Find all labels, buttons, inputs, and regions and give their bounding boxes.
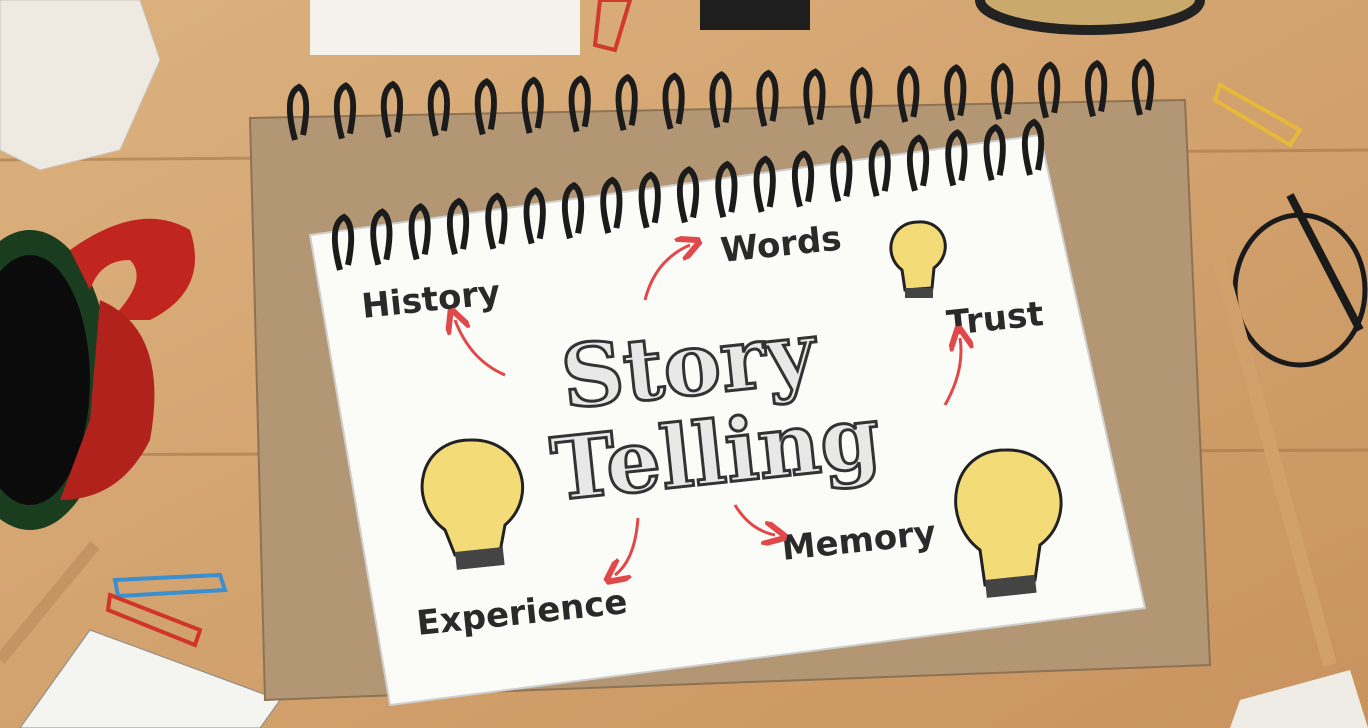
ring-back — [1084, 59, 1108, 118]
ring-front — [715, 160, 738, 218]
paperclip-red-2 — [105, 592, 203, 648]
paperclip-gold — [1212, 82, 1303, 148]
ring-back — [662, 72, 685, 130]
arrow-history — [455, 320, 506, 377]
coffee — [0, 255, 90, 505]
pencil-left — [0, 541, 100, 664]
ring-back — [991, 62, 1014, 120]
paperclip-red — [592, 0, 633, 53]
ring-back — [615, 73, 638, 132]
lightbulb-icon — [954, 448, 1063, 598]
ring-front — [983, 123, 1006, 182]
title-telling: Telling — [547, 386, 885, 521]
arrow-trust — [943, 338, 961, 406]
ring-front — [485, 192, 508, 250]
ring-back — [521, 76, 544, 134]
ring-front — [791, 150, 815, 208]
ring-front — [945, 129, 968, 187]
binder-clip — [700, 0, 810, 30]
ring-front — [561, 181, 585, 240]
ring-front — [370, 208, 393, 266]
ring-front — [408, 202, 431, 261]
ring-back — [380, 80, 404, 138]
pencil-right — [1193, 188, 1337, 667]
ring-back — [333, 82, 357, 140]
arrow-memory — [733, 504, 775, 535]
arrow-words — [643, 245, 690, 301]
ring-back — [756, 69, 779, 127]
magnifying-glass — [975, 0, 1205, 35]
paper-pad — [310, 0, 580, 55]
ring-back — [427, 79, 451, 137]
mug-handle — [70, 218, 195, 320]
ring-front — [868, 139, 891, 197]
ring-front — [523, 187, 546, 245]
ring-back — [1038, 61, 1061, 119]
glasses-arm — [1286, 193, 1364, 332]
ring-back — [709, 71, 732, 129]
ring-back — [1131, 58, 1155, 116]
crumpled-paper — [0, 0, 161, 171]
ring-front — [331, 213, 355, 271]
ring-front — [600, 176, 623, 234]
red-arrows — [455, 245, 961, 575]
ring-front — [906, 134, 930, 192]
ring-back — [474, 77, 497, 136]
small-notebook — [19, 629, 281, 728]
ring-front — [830, 144, 853, 203]
ring-back — [850, 66, 873, 125]
ring-front — [638, 171, 661, 229]
lightbulb-icon — [420, 438, 524, 570]
ring-back — [897, 65, 920, 123]
ring-back — [803, 68, 826, 126]
ring-back — [944, 64, 967, 122]
spiral-binding — [286, 58, 1155, 271]
arrow-experience — [615, 517, 640, 575]
crumpled-paper-2 — [1230, 670, 1368, 728]
ring-back — [286, 83, 310, 141]
ring-front — [676, 166, 700, 224]
ring-front — [753, 155, 776, 213]
lightbulb-icon — [889, 220, 947, 298]
ring-back — [568, 75, 591, 133]
ring-front — [446, 197, 470, 255]
ring-front — [1021, 118, 1045, 176]
mug-body — [60, 300, 155, 500]
paperclip-blue — [112, 572, 228, 599]
